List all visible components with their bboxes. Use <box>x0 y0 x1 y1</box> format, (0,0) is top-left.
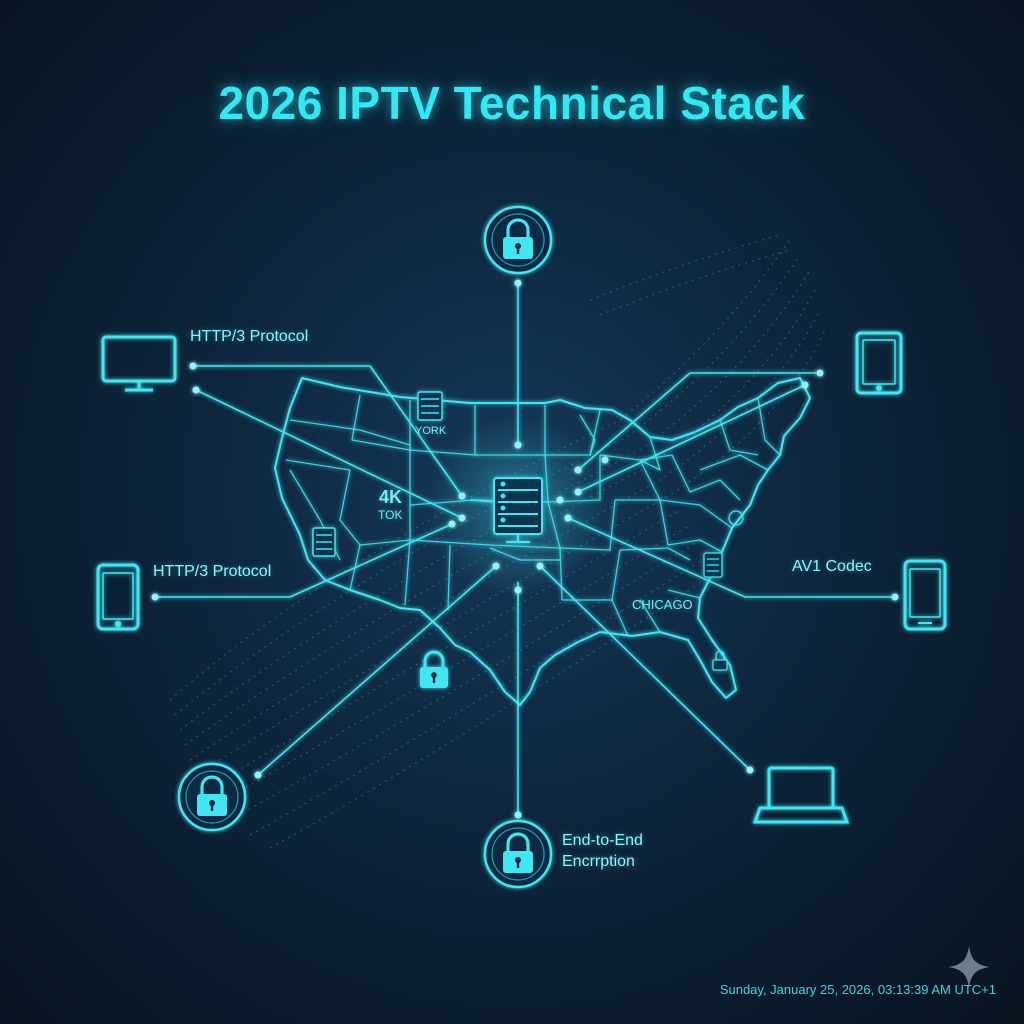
us-map <box>274 377 811 706</box>
http3-protocol-label-top: HTTP/3 Protocol <box>190 328 309 345</box>
monitor-icon <box>101 335 177 392</box>
encryption-label: Encrrption <box>562 853 635 870</box>
central-server-icon <box>493 477 543 543</box>
map-label-chicago: CHICAGO <box>632 597 693 612</box>
lock-icon-atlantic <box>728 510 744 526</box>
smartphone-icon-left <box>96 563 140 631</box>
line-tablet-3 <box>577 384 806 493</box>
line-monitor-2 <box>369 365 463 497</box>
lock-icon-top <box>483 205 553 275</box>
server-icon-west <box>312 527 336 557</box>
map-label-4k: 4K <box>379 487 403 507</box>
av1-codec-label: AV1 Codec <box>792 558 872 575</box>
line-laptop <box>539 565 751 771</box>
end-to-end-label: End-to-End <box>562 832 643 849</box>
tablet-icon <box>855 331 903 395</box>
timestamp: Sunday, January 25, 2026, 03:13:39 AM UT… <box>719 982 996 997</box>
us-map-outline <box>274 377 811 706</box>
server-icon-east <box>703 552 723 578</box>
smartphone-icon-right <box>903 559 947 631</box>
sparkle-icon <box>948 946 990 988</box>
line-phone-left-2 <box>289 523 453 598</box>
server-icon-north <box>417 391 443 421</box>
http3-protocol-label-mid: HTTP/3 Protocol <box>153 563 272 580</box>
line-monitor-3 <box>195 389 463 519</box>
line-lock-left <box>257 565 497 776</box>
lock-icon-bottom-left <box>177 762 247 832</box>
lock-icon-floating <box>420 650 448 688</box>
state-borders <box>285 394 781 637</box>
page-title: 2026 IPTV Technical Stack <box>218 77 806 129</box>
connection-lines <box>155 283 895 815</box>
line-phone-right-2 <box>567 517 746 598</box>
connection-nodes <box>151 279 899 819</box>
map-label-york: YORK <box>415 425 447 437</box>
laptop-icon <box>752 766 850 824</box>
line-tablet-2 <box>577 372 691 471</box>
lock-icon-bottom <box>483 819 553 889</box>
line-center-left <box>469 499 496 503</box>
map-label-tok: TOK <box>378 508 403 522</box>
lock-icon-florida <box>712 650 728 671</box>
